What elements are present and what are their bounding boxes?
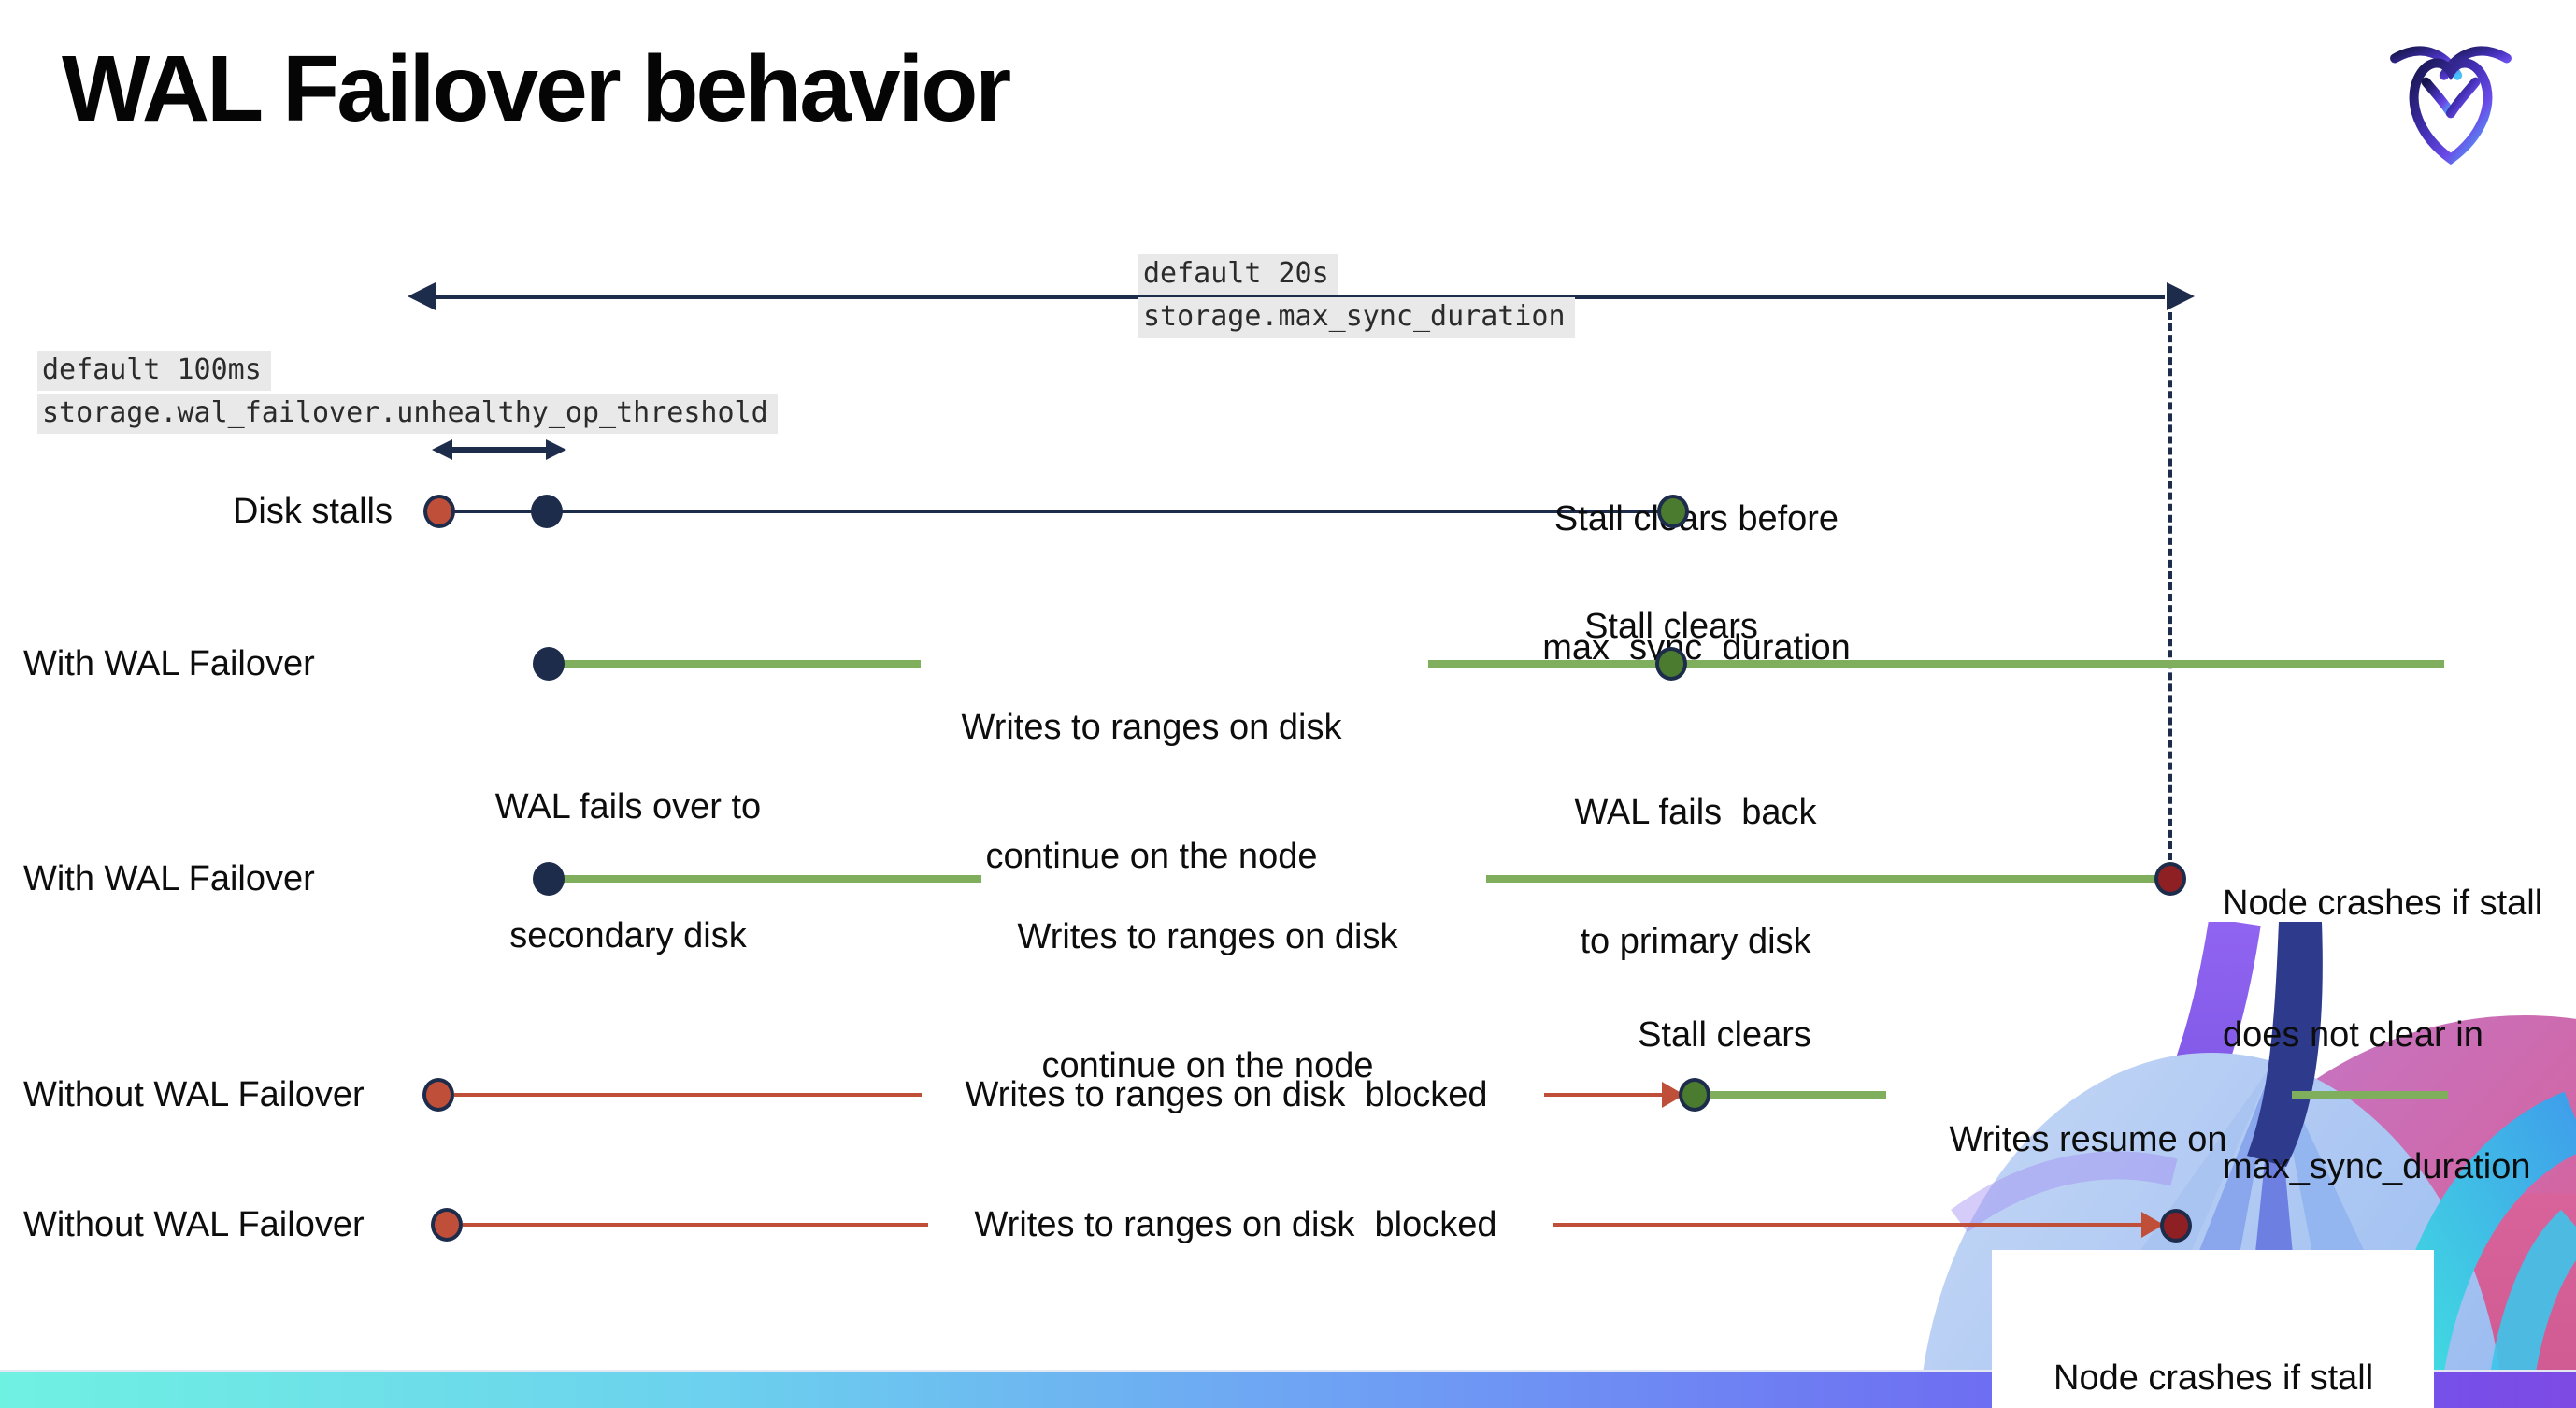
- wal-fails-back-label: WAL fails back to primary disk: [1574, 793, 1817, 961]
- threshold-arrow-left-head: [432, 439, 452, 460]
- max-sync-duration-label: default 20s storage.max_sync_duration: [1138, 254, 1575, 340]
- wal-fails-over-label: WAL fails over to secondary disk: [494, 787, 762, 955]
- writes-blocked-line-2b: [1553, 1223, 2145, 1227]
- max-sync-duration-arrow-line: [434, 295, 2165, 299]
- blocked-start-dot-2: [431, 1208, 463, 1242]
- writes-continue-line-2a: [561, 875, 981, 883]
- stall-clears-dot-2: [1679, 1078, 1710, 1112]
- stall-clears-label-1: Stall clears: [1584, 607, 1758, 646]
- threshold-default-value: default 100ms: [37, 351, 271, 391]
- disk-stall-start-dot: [423, 495, 455, 528]
- node-crashes-label-1: Node crashes if stall does not clear in …: [2223, 884, 2543, 1186]
- max-sync-default-value: default 20s: [1138, 254, 1338, 295]
- threshold-label: default 100ms storage.wal_failover.unhea…: [37, 351, 778, 437]
- threshold-arrow-line: [451, 447, 548, 453]
- writes-continue-label-1: Writes to ranges on disk continue on the…: [961, 708, 1342, 876]
- stall-clears-before-dot: [1657, 495, 1689, 528]
- max-sync-deadline-dashed-line: [2168, 312, 2172, 860]
- writes-resume-line-b: [2292, 1091, 2448, 1099]
- writes-continue-line-2b: [1486, 875, 2159, 883]
- node-crash-dot-1: [2154, 862, 2186, 896]
- node-crashes-label-2: Node crashes if stall does not clear in …: [2054, 1358, 2374, 1398]
- row-label-without-wal-failover-2: Without WAL Failover: [23, 1205, 365, 1244]
- max-sync-arrow-right-head: [2167, 282, 2195, 310]
- writes-resume-line-a: [1710, 1091, 1886, 1099]
- failover-threshold-dot: [531, 495, 563, 528]
- wal-failover-dot-1: [533, 647, 565, 681]
- node-crashes-caption-box: [1992, 1250, 2434, 1408]
- writes-blocked-label-1: Writes to ranges on disk blocked: [965, 1075, 1488, 1114]
- threshold-setting-name: storage.wal_failover.unhealthy_op_thresh…: [37, 394, 778, 434]
- wal-failover-dot-2: [533, 862, 565, 896]
- writes-blocked-line-1b: [1544, 1093, 1666, 1097]
- cockroachdb-logo-icon: [2390, 46, 2512, 165]
- writes-blocked-label-2: Writes to ranges on disk blocked: [974, 1205, 1497, 1244]
- stall-clears-label-2: Stall clears: [1638, 1015, 1811, 1055]
- node-crash-dot-2: [2160, 1209, 2192, 1243]
- row-label-disk-stalls: Disk stalls: [232, 492, 393, 531]
- stall-clears-before-label: Stall clears before max_sync_duration: [1542, 499, 1851, 668]
- writes-continue-line-1a: [561, 660, 921, 668]
- row-label-with-wal-failover-2: With WAL Failover: [23, 859, 315, 898]
- writes-continue-label-2: Writes to ranges on disk continue on the…: [1017, 917, 1398, 1085]
- stall-clears-dot-1: [1655, 647, 1687, 681]
- row-label-with-wal-failover-1: With WAL Failover: [23, 644, 315, 683]
- blocked-start-dot-1: [422, 1078, 454, 1112]
- row-label-without-wal-failover-1: Without WAL Failover: [23, 1075, 365, 1114]
- writes-blocked-line-1a: [454, 1093, 922, 1097]
- max-sync-setting-name: storage.max_sync_duration: [1138, 297, 1575, 338]
- writes-blocked-line-2a: [463, 1223, 928, 1227]
- page-title: WAL Failover behavior: [62, 36, 1011, 141]
- writes-continue-line-1b: [1428, 660, 2444, 668]
- max-sync-arrow-left-head: [408, 282, 436, 310]
- disk-stall-timeline: [439, 510, 1673, 513]
- threshold-arrow-right-head: [546, 439, 566, 460]
